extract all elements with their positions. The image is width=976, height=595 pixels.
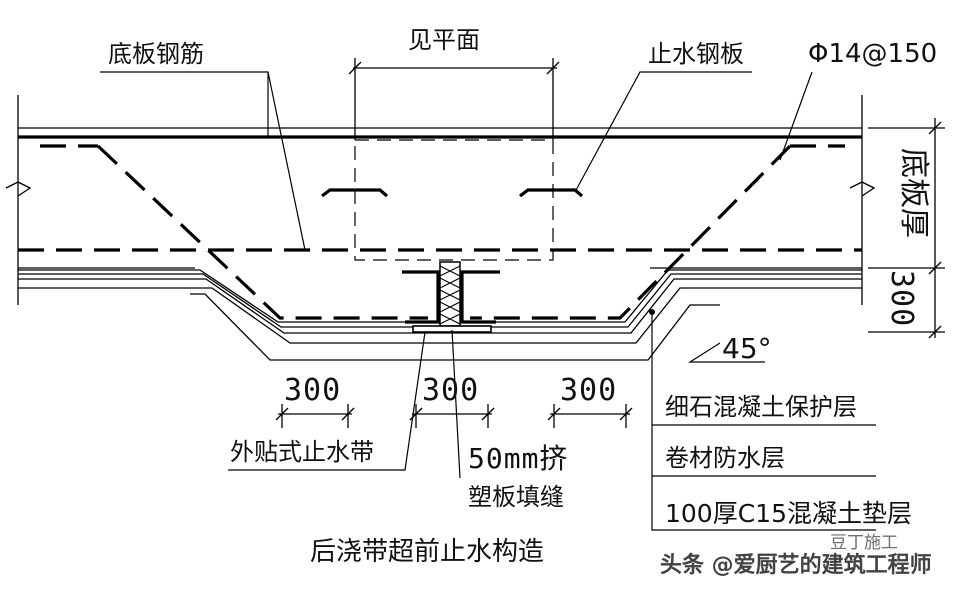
watermark-corner: 豆丁施工: [830, 533, 898, 553]
dim-tick: [619, 407, 633, 421]
watermarks: 豆丁施工 头条 @爱厨艺的建筑工程师: [660, 533, 932, 578]
left-bent-rebar: [96, 144, 428, 320]
label-width-mid: 300: [422, 373, 479, 408]
label-width-left: 300: [284, 373, 341, 408]
leader-external-waterstop: [228, 331, 426, 471]
water-stop-plate-left: [321, 188, 389, 198]
leader-rebar-spec: [779, 71, 813, 161]
dim-tick: [341, 407, 355, 421]
layer-label-2: 卷材防水层: [665, 444, 785, 472]
label-depth-300: 300: [884, 270, 919, 327]
joint-channel-right: [460, 270, 500, 324]
dim-tick: [928, 261, 942, 275]
watermark-footer: 头条 @爱厨艺的建筑工程师: [660, 552, 932, 578]
dim-tick: [928, 121, 942, 135]
label-water-stop-plate: 止水钢板: [648, 40, 744, 68]
water-stop-plate-right: [519, 188, 584, 198]
dim-tick: [547, 407, 561, 421]
pit-line-5: [190, 293, 720, 361]
layer-label-1: 细石混凝土保护层: [665, 393, 857, 421]
rebar-group: [18, 144, 862, 320]
dim-see-plan: [348, 58, 560, 140]
filler-hatch: [439, 265, 461, 325]
left-break-mark: [5, 181, 32, 197]
filler-board: [439, 261, 461, 327]
slope-symbol: [687, 342, 765, 363]
diagram-title: 后浇带超前止水构造: [310, 537, 544, 567]
see-plan-box: [354, 139, 554, 261]
layer-label-3: 100厚C15混凝土垫层: [665, 499, 912, 528]
joint-detail: [402, 261, 500, 333]
leader-layers: [651, 312, 876, 531]
dim-tick: [275, 407, 289, 421]
label-filler-line2: 塑板填缝: [468, 483, 564, 511]
label-external-waterstop: 外贴式止水带: [230, 438, 374, 466]
right-break-mark: [849, 181, 876, 197]
label-slab-thickness: 底板厚: [896, 148, 931, 238]
pit-line-3: [18, 278, 862, 334]
water-stop-plates: [321, 188, 584, 198]
dim-right: [868, 118, 945, 339]
leader-slab-rebar-b: [267, 71, 306, 251]
dim-tick: [928, 325, 942, 339]
dim-tick: [348, 61, 362, 75]
dim-tick: [546, 61, 560, 75]
leader-lines: [100, 71, 876, 531]
label-slope: 45°: [722, 332, 772, 365]
dim-tick: [481, 407, 495, 421]
label-filler-line1: 50mm挤: [468, 442, 568, 475]
label-see-plan: 见平面: [408, 26, 480, 54]
leader-filler: [451, 329, 461, 479]
label-rebar-spec: Φ14@150: [808, 39, 937, 69]
pit-line-4: [18, 287, 862, 344]
labels: 底板钢筋 见平面 止水钢板 Φ14@150 底板厚 300 45° 300 30…: [108, 26, 937, 567]
leader-water-stop-plate: [574, 71, 752, 193]
leader-slab-rebar-a: [100, 71, 269, 137]
right-bent-rebar: [470, 144, 792, 320]
dim-bottom: [275, 404, 633, 428]
label-slab-rebar: 底板钢筋: [108, 40, 204, 68]
leader-dot: [649, 309, 655, 315]
label-width-right: 300: [560, 373, 617, 408]
joint-channel-left: [402, 270, 440, 324]
